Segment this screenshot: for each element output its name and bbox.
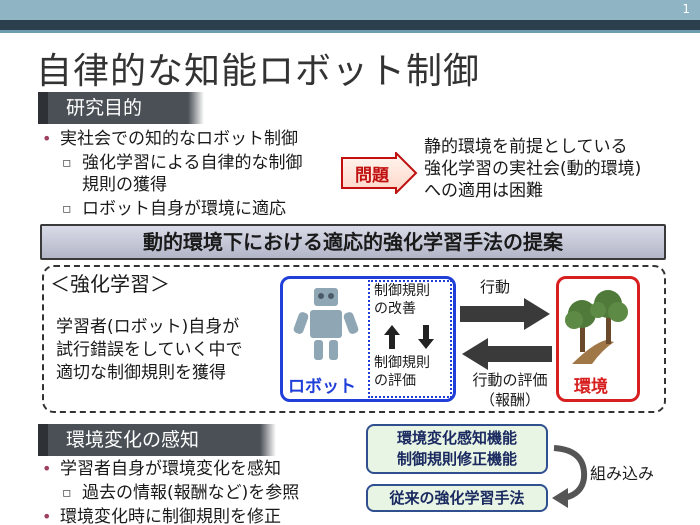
feature-box: 環境変化感知機能 制御規則修正機能	[366, 424, 548, 474]
detection-bullets: 学習者自身が環境変化を感知 過去の情報(報酬など)を参照 環境変化時に制御規則を…	[38, 458, 299, 525]
incorporate-label: 組み込み	[590, 464, 655, 483]
eval-line: 行動の評価	[472, 371, 548, 389]
right-arrow-icon	[460, 298, 550, 330]
sub-bullet-item: 過去の情報(報酬など)を参照	[38, 482, 299, 504]
proposal-banner: 動的環境下における適応的強化学習手法の提案	[40, 224, 666, 260]
action-label: 行動	[480, 278, 511, 296]
rule-improve-label: 制御規則 の改善	[374, 282, 430, 318]
section-tab-purpose: 研究目的	[38, 92, 204, 124]
rl-description: 学習者(ロボット)自身が 試行錯誤をしていく中で 適切な制御規則を獲得	[56, 316, 243, 385]
trees-icon	[565, 290, 628, 364]
problem-line: への適用は困難	[424, 181, 543, 201]
header-line	[0, 30, 700, 33]
rule-box	[368, 280, 452, 398]
rule-line: 制御規則	[374, 283, 430, 299]
sub-bullet-item: 強化学習による自律的な制御	[38, 152, 303, 174]
robot-label: ロボット	[288, 377, 356, 397]
rule-arrows-icon	[384, 325, 434, 349]
reinforcement-learning-frame	[42, 265, 666, 413]
slide-number: 1	[682, 2, 690, 16]
purpose-bullets: 実社会での知的なロボット制御 強化学習による自律的な制御 規則の獲得 ロボット自…	[38, 128, 303, 220]
sub-bullet-item: ロボット自身が環境に適応	[38, 198, 303, 220]
rule-evaluate-label: 制御規則 の評価	[374, 354, 430, 390]
rule-line: 制御規則	[374, 355, 430, 371]
slide-title: 自律的な知能ロボット制御	[36, 51, 481, 92]
legacy-method-box: 従来の強化学習手法	[366, 484, 548, 512]
problem-arrow-icon	[341, 152, 418, 194]
rl-desc-line: 適切な制御規則を獲得	[56, 363, 226, 383]
robot-box	[280, 276, 456, 402]
curved-arrow-icon	[552, 445, 588, 508]
environment-box	[556, 276, 640, 402]
up-arrow-icon	[384, 325, 400, 349]
problem-line: 静的環境を前提としている	[424, 137, 628, 157]
feature-line: 制御規則修正機能	[396, 450, 517, 468]
down-arrow-icon	[418, 325, 434, 349]
robot-icon	[293, 288, 359, 360]
rule-line: の改善	[374, 301, 416, 317]
evaluation-label: 行動の評価 （報酬）	[462, 370, 558, 410]
eval-line: （報酬）	[479, 391, 540, 409]
header-band-light	[0, 0, 700, 20]
problem-label: 問題	[355, 166, 389, 186]
feature-line: 環境変化感知機能	[396, 429, 517, 447]
rule-line: の評価	[374, 373, 416, 389]
left-arrow-icon	[462, 338, 552, 370]
problem-description: 静的環境を前提としている 強化学習の実社会(動的環境) への適用は困難	[424, 136, 641, 202]
header-band-dark	[0, 20, 700, 30]
rl-desc-line: 学習者(ロボット)自身が	[56, 317, 240, 337]
bullet-item: 実社会での知的なロボット制御	[38, 128, 303, 150]
environment-label: 環境	[574, 377, 608, 397]
rl-desc-line: 試行錯誤をしていく中で	[56, 340, 243, 360]
bullet-item: 環境変化時に制御規則を修正	[38, 506, 299, 525]
rl-heading: ＜強化学習＞	[50, 272, 170, 296]
bullet-item: 学習者自身が環境変化を感知	[38, 458, 299, 480]
sub-bullet-continuation: 規則の獲得	[82, 175, 167, 195]
section-tab-detection: 環境変化の感知	[38, 424, 276, 456]
problem-line: 強化学習の実社会(動的環境)	[424, 159, 642, 179]
